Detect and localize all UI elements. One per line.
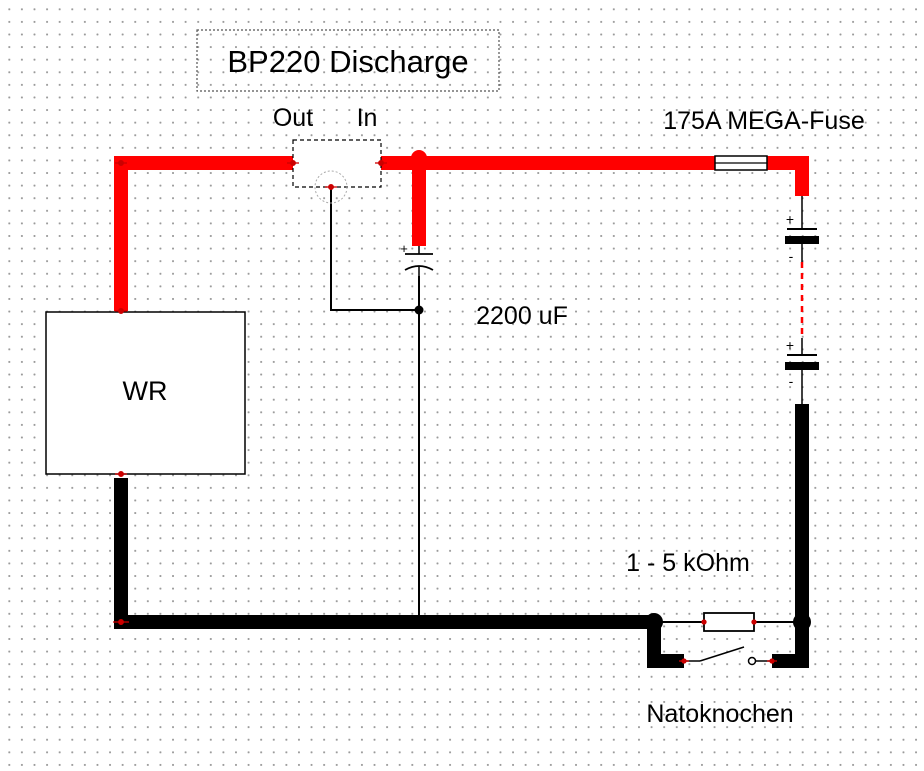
- junction-dot: [645, 613, 663, 631]
- node-marker: [287, 160, 299, 166]
- battery-2-plus-sign: +: [786, 337, 794, 353]
- capacitor-plus-sign: +: [400, 241, 408, 256]
- inverter-negative-wire: [114, 478, 654, 629]
- junction-dot: [793, 613, 811, 631]
- battery-positive-wire: [767, 156, 809, 196]
- switch-label: Natoknochen: [646, 700, 793, 728]
- capacitor-symbol: [404, 246, 434, 276]
- capacitor-label: 2200 uF: [476, 302, 568, 330]
- inverter-positive-wire: [114, 156, 293, 311]
- node-marker: [115, 308, 127, 314]
- connection-nodes: [113, 160, 777, 664]
- resistor-label: 1 - 5 kOhm: [626, 549, 750, 577]
- node-marker: [113, 619, 129, 625]
- node-marker: [115, 160, 127, 166]
- discharge-device: [292, 139, 382, 204]
- inverter-box: [45, 311, 246, 475]
- junction-dot: [414, 305, 424, 315]
- battery-2-minus-sign: -: [789, 373, 794, 389]
- battery-cell-1: [785, 196, 819, 262]
- node-marker: [375, 160, 387, 166]
- diagram-title: BP220 Discharge: [227, 44, 468, 79]
- node-marker: [767, 658, 777, 664]
- fuse-label: 175A MEGA-Fuse: [663, 107, 864, 135]
- node-marker: [679, 658, 689, 664]
- title-box: [196, 29, 500, 92]
- bypass-left-branch: [647, 622, 684, 668]
- signal-wire: [330, 187, 419, 311]
- inverter-label: WR: [123, 376, 168, 406]
- out-label: Out: [273, 104, 313, 132]
- node-marker: [325, 184, 337, 190]
- signal-pin-ring: [314, 170, 348, 204]
- in-label: In: [357, 104, 378, 132]
- bypass-right-branch: [772, 622, 809, 668]
- battery-1-minus-sign: -: [789, 248, 794, 264]
- bus-junction: [411, 150, 427, 166]
- battery-cell-2: [785, 338, 819, 404]
- node-marker: [701, 619, 707, 625]
- switch-symbol: [684, 646, 772, 666]
- battery-1-plus-sign: +: [786, 211, 794, 227]
- node-marker: [115, 471, 127, 477]
- resistor-symbol: [703, 612, 755, 632]
- node-marker: [751, 619, 757, 625]
